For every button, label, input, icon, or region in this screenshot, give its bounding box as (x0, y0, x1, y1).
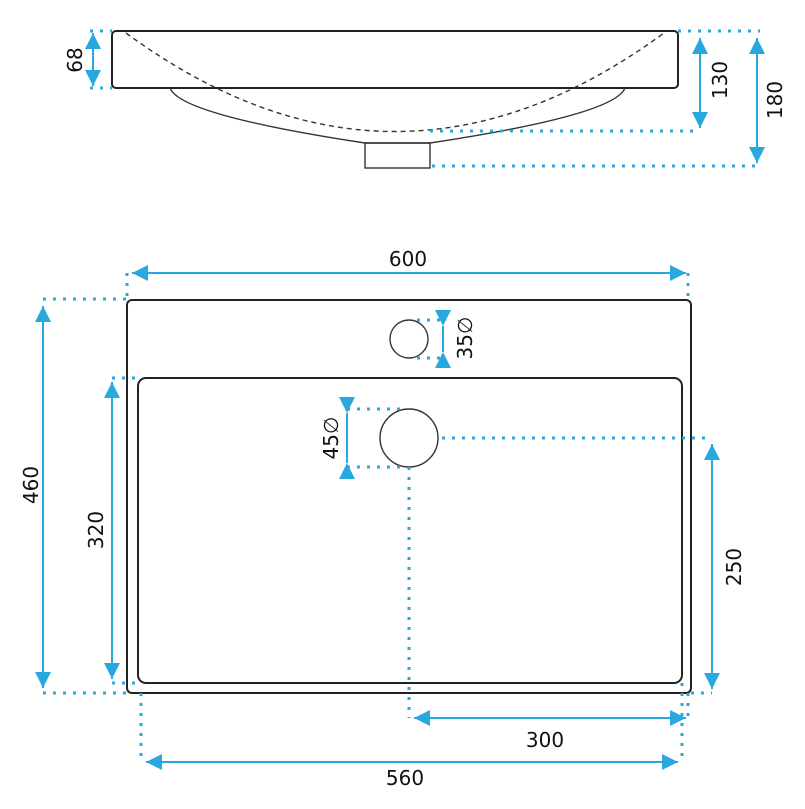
dim-label-35-diameter: 35∅ (453, 317, 477, 360)
dim-460 (35, 306, 51, 688)
arrowhead (749, 147, 765, 163)
arrowhead (414, 710, 430, 726)
dim-label-250: 250 (722, 548, 746, 586)
arrowhead (692, 38, 708, 54)
rim-outline (111, 30, 679, 89)
arrowhead (670, 265, 686, 281)
dim-label-130: 130 (708, 61, 732, 99)
bowl-underside (169, 87, 626, 144)
dim-label-45-diameter: 45∅ (319, 417, 343, 460)
arrowhead (704, 673, 720, 689)
dim-68 (85, 33, 101, 86)
outer-outline (126, 299, 692, 694)
drain-outlet (364, 142, 431, 169)
arrowhead (339, 463, 355, 479)
dim-label-68: 68 (63, 47, 87, 72)
arrowhead (662, 754, 678, 770)
plan-view (43, 273, 712, 762)
dim-label-600: 600 (389, 247, 427, 271)
arrowhead (339, 397, 355, 413)
dim-130 (692, 38, 708, 128)
dim-180 (749, 38, 765, 163)
dim-250 (704, 444, 720, 689)
arrowhead (104, 382, 120, 398)
side-view (90, 29, 760, 169)
dim-320 (104, 382, 120, 679)
dim-300 (414, 710, 686, 726)
arrowhead (35, 672, 51, 688)
arrowhead (132, 265, 148, 281)
arrowhead (104, 663, 120, 679)
drain-hole (379, 408, 439, 468)
arrowhead (435, 352, 451, 368)
arrowhead (749, 38, 765, 54)
dim-45 (339, 397, 355, 479)
arrowhead (435, 310, 451, 326)
arrowhead (704, 444, 720, 460)
inner-bowl-hidden-line (125, 32, 665, 133)
basin-outline (137, 377, 683, 684)
arrowhead (85, 33, 101, 49)
arrowhead (146, 754, 162, 770)
dim-label-460: 460 (19, 466, 43, 504)
dim-label-320: 320 (84, 511, 108, 549)
arrowhead (670, 710, 686, 726)
tap-hole (389, 319, 429, 359)
arrowhead (85, 70, 101, 86)
dim-560 (146, 754, 678, 770)
arrowhead (35, 306, 51, 322)
dim-600 (132, 265, 686, 281)
dim-label-180: 180 (763, 81, 787, 119)
dim-label-300: 300 (526, 728, 564, 752)
dim-label-560: 560 (386, 766, 424, 790)
arrowhead (692, 112, 708, 128)
dim-35 (435, 310, 451, 368)
